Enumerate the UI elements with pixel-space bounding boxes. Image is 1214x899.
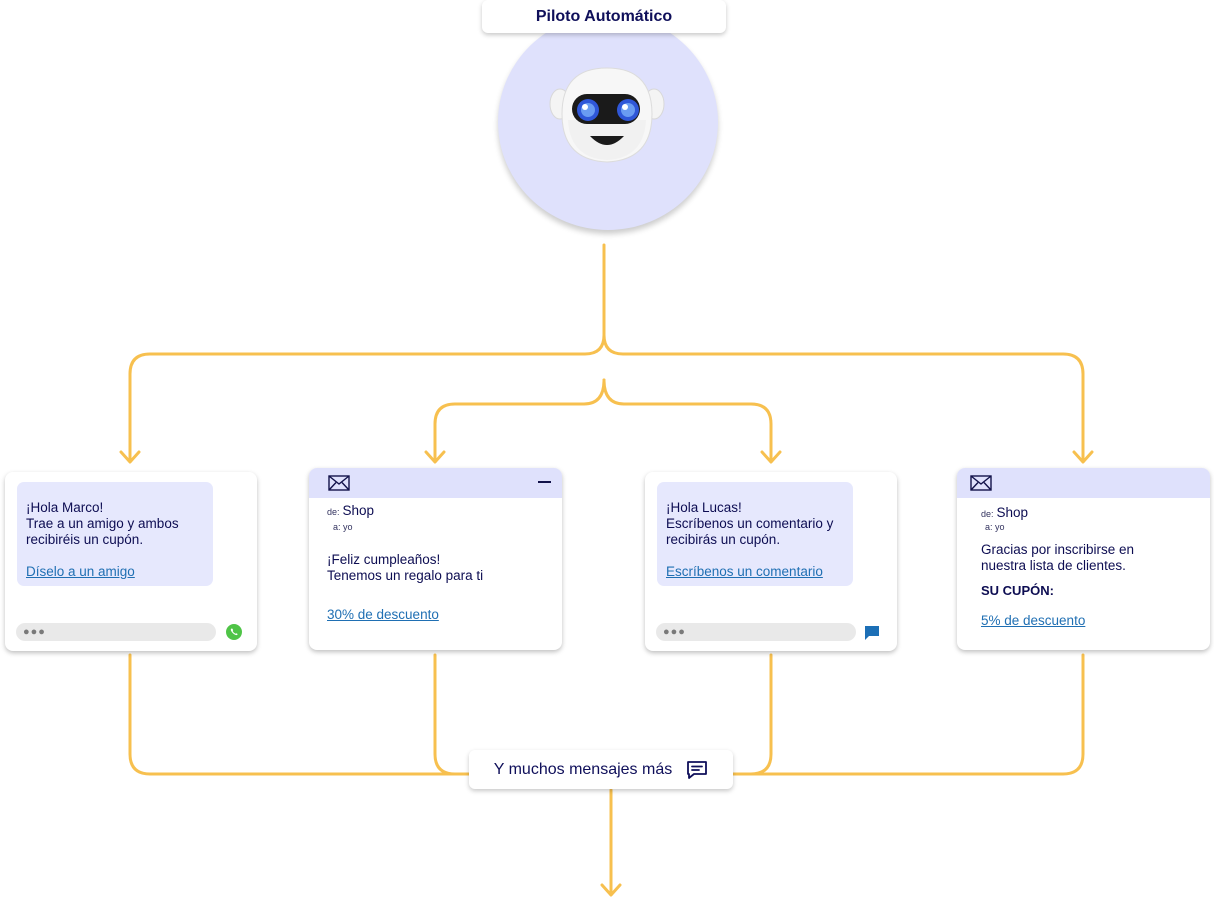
whatsapp-line-1: Trae a un amigo y ambos [26, 516, 179, 531]
email-recipient: a: yo [333, 522, 353, 532]
envelope-icon [328, 475, 350, 491]
email-recipient: a: yo [985, 522, 1005, 532]
signup-email-card: de:Shop a: yo Gracias por inscribirse en… [957, 468, 1210, 650]
connector-join-left [128, 653, 472, 776]
connector-inner-left [433, 378, 606, 462]
connector-outer-left [128, 333, 606, 462]
robot-icon [549, 67, 665, 163]
whatsapp-greeting: ¡Hola Marco! [26, 500, 104, 515]
email-body: ¡Feliz cumpleaños! Tenemos un regalo par… [327, 552, 483, 584]
more-messages-label: Y muchos mensajes más [493, 760, 673, 778]
signup-line-1: Gracias por inscribirse en [981, 542, 1135, 557]
chat-line-1: Escríbenos un comentario y [666, 516, 834, 531]
coupon-label: SU CUPÓN: [981, 583, 1054, 598]
arrowhead-exit [600, 883, 622, 897]
arrowhead-3 [760, 450, 782, 464]
whatsapp-message-bubble: ¡Hola Marco! Trae a un amigo y ambos rec… [17, 482, 213, 586]
minimize-icon[interactable] [538, 481, 551, 483]
whatsapp-line-2: recibiréis un cupón. [26, 532, 144, 547]
birthday-email-card: de:Shop a: yo ¡Feliz cumpleaños! Tenemos… [309, 468, 562, 650]
chat-bubble-icon [865, 626, 879, 640]
whatsapp-referral-link[interactable]: Díselo a un amigo [26, 564, 135, 579]
chat-greeting: ¡Hola Lucas! [666, 500, 742, 515]
chat-comment-link[interactable]: Escríbenos un comentario [666, 564, 823, 579]
connector-join-mid-right [730, 653, 773, 776]
email-sender: de:Shop [981, 505, 1029, 520]
birthday-line-1: ¡Feliz cumpleaños! [327, 552, 441, 567]
email-sender: de:Shop [327, 503, 375, 518]
page-title: Piloto Automático [482, 0, 726, 33]
whatsapp-message-card: ¡Hola Marco! Trae a un amigo y ambos rec… [5, 472, 257, 651]
connector-inner-right [602, 378, 773, 462]
chat-line-2: recibirás un cupón. [666, 532, 781, 547]
arrowhead-1 [119, 450, 141, 464]
birthday-discount-link[interactable]: 30% de descuento [327, 607, 439, 622]
whatsapp-icon [226, 624, 242, 640]
arrowhead-2 [424, 450, 446, 464]
email-body: Gracias por inscribirse en nuestra lista… [981, 542, 1134, 574]
typing-indicator: ●●● [656, 623, 856, 641]
typing-indicator: ●●● [16, 623, 216, 641]
message-icon [687, 760, 708, 779]
envelope-icon [970, 475, 992, 491]
email-header-bar [309, 468, 562, 498]
chat-message-card: ¡Hola Lucas! Escríbenos un comentario y … [645, 472, 897, 651]
connector-join-mid-left [433, 653, 472, 776]
signup-discount-link[interactable]: 5% de descuento [981, 613, 1086, 628]
chat-message-bubble: ¡Hola Lucas! Escríbenos un comentario y … [657, 482, 853, 586]
arrowhead-4 [1072, 450, 1094, 464]
email-header-bar [957, 468, 1210, 498]
connector-join-right [730, 653, 1085, 776]
connector-outer-right [602, 333, 1085, 462]
birthday-line-2: Tenemos un regalo para ti [327, 568, 484, 583]
signup-line-2: nuestra lista de clientes. [981, 558, 1126, 573]
more-messages-pill: Y muchos mensajes más [469, 750, 733, 789]
